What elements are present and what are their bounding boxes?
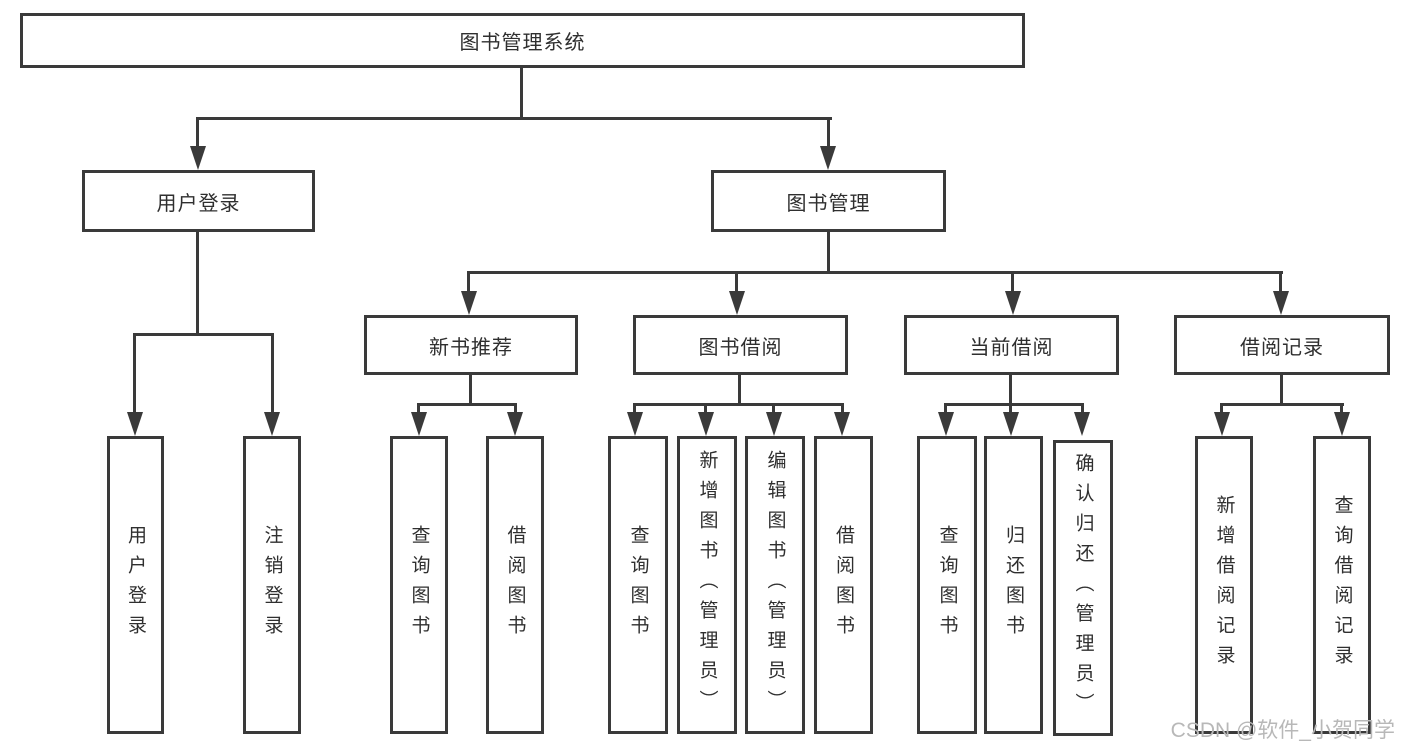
connector-line bbox=[772, 403, 775, 414]
node-current-borrowing: 当前借阅 bbox=[904, 315, 1119, 375]
node-label: 归还图书 bbox=[1003, 525, 1024, 645]
connector-line bbox=[1220, 403, 1223, 414]
connector-line bbox=[827, 232, 830, 274]
connector-line bbox=[196, 117, 199, 148]
connector-line bbox=[827, 117, 830, 148]
connector-line bbox=[1220, 403, 1344, 406]
connector-line bbox=[735, 271, 738, 293]
connector-line bbox=[520, 68, 523, 119]
connector-line bbox=[1279, 271, 1282, 293]
connector-line bbox=[417, 403, 420, 414]
leaf-logout: 注销登录 bbox=[243, 436, 301, 734]
connector-line bbox=[467, 271, 470, 293]
connector-line bbox=[1009, 403, 1012, 414]
leaf-add-borrow-record: 新增借阅记录 bbox=[1195, 436, 1253, 734]
connector-line bbox=[633, 403, 844, 406]
node-label: 查询借阅记录 bbox=[1331, 495, 1353, 675]
arrowhead-down-icon bbox=[729, 291, 745, 315]
connector-line bbox=[133, 333, 136, 414]
node-label: 新书推荐 bbox=[429, 336, 513, 359]
node-label: 查询图书 bbox=[408, 525, 430, 645]
node-label: 图书管理 bbox=[786, 192, 871, 215]
node-label: 确认归还（管理员） bbox=[1072, 453, 1094, 723]
node-label: 用户登录 bbox=[125, 525, 146, 645]
arrowhead-down-icon bbox=[834, 412, 850, 436]
arrowhead-down-icon bbox=[411, 412, 427, 436]
node-borrowing-records: 借阅记录 bbox=[1174, 315, 1390, 375]
leaf-return-books: 归还图书 bbox=[984, 436, 1043, 734]
node-label: 用户登录 bbox=[156, 192, 241, 215]
connector-line bbox=[417, 403, 517, 406]
connector-line bbox=[841, 403, 844, 414]
leaf-add-books-admin: 新增图书（管理员） bbox=[677, 436, 737, 734]
node-library-management-system: 图书管理系统 bbox=[20, 13, 1025, 68]
node-label: 借阅图书 bbox=[833, 525, 854, 645]
connector-line bbox=[467, 271, 1283, 274]
leaf-query-borrow-record: 查询借阅记录 bbox=[1313, 436, 1371, 734]
node-label: 注销登录 bbox=[261, 525, 283, 645]
arrowhead-down-icon bbox=[698, 412, 714, 436]
arrowhead-down-icon bbox=[1003, 412, 1019, 436]
leaf-borrow-books-recommend: 借阅图书 bbox=[486, 436, 544, 734]
arrowhead-down-icon bbox=[938, 412, 954, 436]
arrowhead-down-icon bbox=[627, 412, 643, 436]
connector-line bbox=[196, 232, 199, 335]
leaf-query-books-borrowing: 查询图书 bbox=[608, 436, 668, 734]
connector-line bbox=[196, 117, 832, 120]
leaf-query-books-recommend: 查询图书 bbox=[390, 436, 448, 734]
csdn-watermark: CSDN @软件_小贺同学 bbox=[1170, 719, 1395, 742]
connector-line bbox=[738, 375, 741, 406]
connector-line bbox=[633, 403, 636, 414]
connector-line bbox=[1009, 375, 1012, 406]
node-book-borrowing: 图书借阅 bbox=[633, 315, 848, 375]
arrowhead-down-icon bbox=[820, 146, 836, 170]
node-user-login: 用户登录 bbox=[82, 170, 315, 232]
leaf-query-books-current: 查询图书 bbox=[917, 436, 977, 734]
leaf-confirm-return-admin: 确认归还（管理员） bbox=[1053, 440, 1113, 736]
connector-line bbox=[271, 333, 274, 414]
arrowhead-down-icon bbox=[264, 412, 280, 436]
node-label: 借阅记录 bbox=[1240, 336, 1324, 359]
node-label: 查询图书 bbox=[627, 525, 649, 645]
leaf-edit-books-admin: 编辑图书（管理员） bbox=[745, 436, 805, 734]
arrowhead-down-icon bbox=[127, 412, 143, 436]
leaf-borrow-books: 借阅图书 bbox=[814, 436, 873, 734]
arrowhead-down-icon bbox=[190, 146, 206, 170]
leaf-user-login: 用户登录 bbox=[107, 436, 164, 734]
node-label: 图书管理系统 bbox=[459, 32, 586, 54]
node-label: 编辑图书（管理员） bbox=[764, 450, 786, 720]
arrowhead-down-icon bbox=[507, 412, 523, 436]
node-label: 新增借阅记录 bbox=[1213, 495, 1235, 675]
connector-line bbox=[944, 403, 1084, 406]
arrowhead-down-icon bbox=[1074, 412, 1090, 436]
node-label: 当前借阅 bbox=[969, 336, 1054, 359]
arrowhead-down-icon bbox=[1273, 291, 1289, 315]
connector-line bbox=[1280, 375, 1283, 406]
arrowhead-down-icon bbox=[1005, 291, 1021, 315]
node-new-book-recommendation: 新书推荐 bbox=[364, 315, 578, 375]
node-label: 查询图书 bbox=[936, 525, 958, 645]
node-label: 图书借阅 bbox=[698, 336, 783, 359]
connector-line bbox=[704, 403, 707, 414]
arrowhead-down-icon bbox=[1334, 412, 1350, 436]
connector-line bbox=[133, 333, 274, 336]
connector-line bbox=[469, 375, 472, 406]
connector-line bbox=[1081, 403, 1084, 414]
connector-line bbox=[514, 403, 517, 414]
connector-line bbox=[944, 403, 947, 414]
arrowhead-down-icon bbox=[461, 291, 477, 315]
connector-line bbox=[1340, 403, 1343, 414]
node-label: 借阅图书 bbox=[504, 525, 526, 645]
arrowhead-down-icon bbox=[1214, 412, 1230, 436]
connector-line bbox=[1011, 271, 1014, 293]
node-label: 新增图书（管理员） bbox=[696, 450, 718, 720]
arrowhead-down-icon bbox=[766, 412, 782, 436]
node-book-management: 图书管理 bbox=[711, 170, 946, 232]
